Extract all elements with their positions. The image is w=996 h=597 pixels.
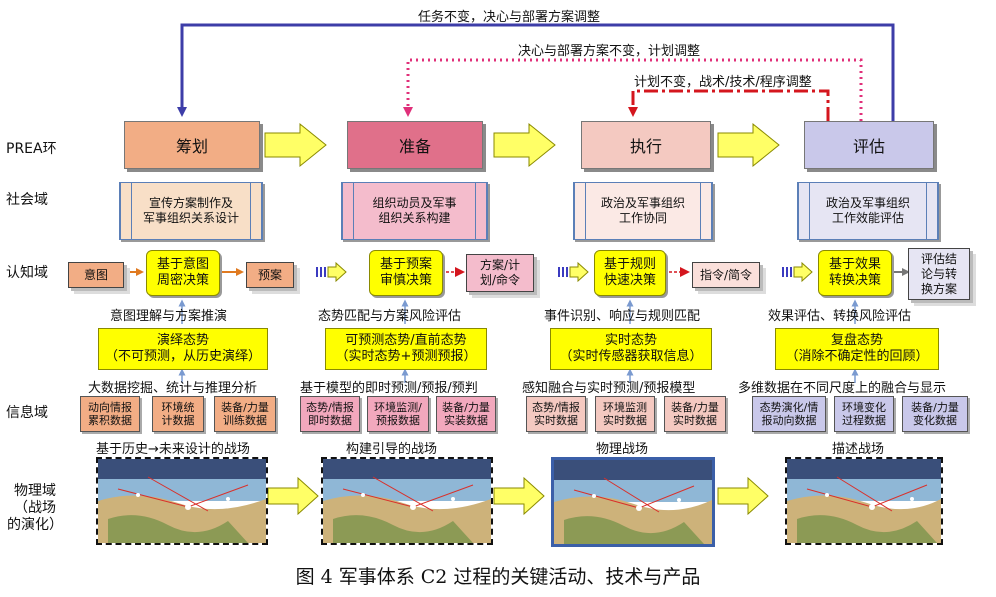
feedback-loop-outer — [177, 23, 895, 121]
domain-label-social: 社会域 — [6, 192, 48, 208]
situation-plan: 演绎态势 （不可预测，从历史演绎） — [98, 328, 268, 370]
doc-orders: 方案/计 划/命令 — [466, 254, 534, 292]
phase-arrows — [264, 122, 780, 516]
technique-prepare: 基于模型的即时预测/预报/预判 — [300, 381, 478, 396]
battlefield-scene-evaluate — [785, 457, 943, 545]
technique-evaluate: 多维数据在不同尺度上的融合与显示 — [738, 381, 947, 396]
info-execute-3: 装备/力量 实时数据 — [664, 396, 726, 432]
feedback-label-middle: 决心与部署方案不变，计划调整 — [518, 44, 701, 59]
decision-prepare: 基于预案 审慎决策 — [369, 250, 443, 296]
info-plan-1: 动向情报 累积数据 — [80, 396, 140, 432]
domain-label-info: 信息域 — [6, 405, 48, 421]
social-execute: 政治及军事组织 工作协同 — [573, 182, 713, 240]
decision-evaluate: 基于效果 转换决策 — [818, 250, 892, 296]
info-evaluate-1: 态势演化/情 报动向数据 — [752, 396, 826, 432]
doc-evaluation-result: 评估结 论与转 换方案 — [908, 248, 970, 300]
social-prepare: 组织动员及军事 组织关系构建 — [341, 182, 488, 240]
battlefield-label-plan: 基于历史→未来设计的战场 — [96, 442, 250, 457]
info-plan-2: 环境统 计数据 — [152, 396, 204, 432]
figure-caption: 图 4 军事体系 C2 过程的关键活动、技术与产品 — [295, 566, 701, 588]
battlefield-scene-prepare — [321, 457, 493, 545]
domain-label-prea: PREA环 — [6, 141, 57, 157]
battlefield-label-evaluate: 描述战场 — [832, 442, 885, 457]
social-evaluate: 政治及军事组织 工作效能评估 — [797, 182, 939, 240]
process-execute: 事件识别、响应与规则匹配 — [544, 309, 701, 324]
doc-intent: 意图 — [68, 262, 124, 288]
technique-execute: 感知融合与实时预测/预报模型 — [522, 381, 696, 396]
situation-prepare: 可预测态势/直前态势 （实时态势+预测预报） — [325, 328, 487, 370]
domain-label-physical: 物理域 （战场 的演化） — [7, 483, 63, 533]
domain-label-cognitive: 认知域 — [6, 265, 48, 281]
info-prepare-1: 态势/情报 即时数据 — [300, 396, 360, 432]
decision-execute: 基于规则 快速决策 — [594, 250, 666, 296]
info-execute-1: 态势/情报 实时数据 — [526, 396, 586, 432]
info-prepare-2: 环境监测/ 预报数据 — [367, 396, 429, 432]
battlefield-label-prepare: 构建引导的战场 — [346, 442, 438, 457]
battlefield-scene-plan — [96, 457, 268, 545]
decision-plan: 基于意图 周密决策 — [146, 250, 220, 296]
info-prepare-3: 装备/力量 实装数据 — [436, 396, 496, 432]
feedback-loop-middle — [403, 58, 863, 121]
phase-plan: 筹划 — [124, 121, 260, 169]
battlefield-scene-execute — [551, 457, 715, 547]
info-evaluate-2: 环境变化 过程数据 — [834, 396, 894, 432]
battlefield-label-execute: 物理战场 — [596, 442, 649, 457]
phase-execute: 执行 — [581, 121, 711, 169]
cognitive-flow — [126, 267, 910, 383]
phase-evaluate: 评估 — [804, 121, 934, 169]
info-execute-2: 环境监测 实时数据 — [595, 396, 655, 432]
feedback-loop-inner — [628, 89, 830, 121]
doc-instructions: 指令/简令 — [692, 262, 760, 288]
cognitive-arrows — [316, 261, 813, 283]
feedback-label-outer: 任务不变，决心与部署方案调整 — [418, 10, 601, 25]
process-evaluate: 效果评估、转换风险评估 — [768, 309, 912, 324]
situation-evaluate: 复盘态势 （消除不确定性的回顾） — [775, 328, 939, 370]
process-prepare: 态势匹配与方案风险评估 — [318, 309, 462, 324]
social-plan: 宣传方案制作及 军事组织关系设计 — [119, 182, 263, 240]
process-plan: 意图理解与方案推演 — [110, 309, 228, 324]
feedback-label-inner: 计划不变，战术/技术/程序调整 — [634, 75, 812, 90]
technique-plan: 大数据挖掘、统计与推理分析 — [88, 381, 258, 396]
info-evaluate-3: 装备/力量 变化数据 — [902, 396, 968, 432]
situation-execute: 实时态势 （实时传感器获取信息） — [550, 328, 712, 370]
phase-prepare: 准备 — [347, 121, 483, 169]
doc-plan: 预案 — [246, 262, 294, 288]
info-plan-3: 装备/力量 训练数据 — [214, 396, 276, 432]
